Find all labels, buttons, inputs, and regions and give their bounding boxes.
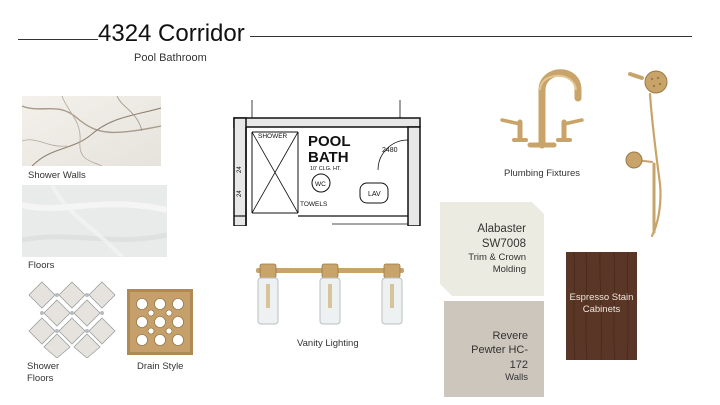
plan-wc-label: WC [315, 181, 326, 188]
cabinet-label-line2: Cabinets [582, 304, 621, 316]
alabaster-use-line1: Trim & Crown [468, 251, 526, 263]
revere-line2: Pewter HC- [471, 344, 528, 357]
revere-line1: Revere [492, 330, 528, 342]
drain-style-label: Drain Style [137, 361, 184, 372]
alabaster-use-line2: Molding [492, 264, 526, 276]
revere-line3: 172 [509, 358, 528, 371]
plan-lav-label: LAV [368, 191, 381, 198]
revere-card: Revere Pewter HC- 172 Walls [444, 301, 544, 397]
cabinet-label-line1: Espresso Stain [569, 292, 634, 303]
shower-floors-label: Shower Floors [27, 361, 59, 385]
page-title: 4324 Corridor [98, 20, 245, 47]
shower-set-image [612, 64, 682, 240]
plan-towels-label: TOWELS [300, 201, 328, 208]
plan-door-code: 2480 [382, 147, 398, 154]
drain-swatch [127, 289, 193, 355]
page-subtitle: Pool Bathroom [134, 52, 207, 64]
floors-label: Floors [28, 260, 55, 271]
alabaster-swatch [440, 202, 544, 296]
shower-floors-swatch [27, 280, 117, 358]
plan-side-mark: 24 [237, 166, 243, 173]
alabaster-name: Alabaster [477, 223, 526, 235]
faucet-image [490, 60, 590, 160]
plan-shower-label: SHOWER [258, 133, 288, 140]
shower-walls-label: Shower Walls [28, 170, 86, 181]
shower-walls-swatch [22, 96, 161, 166]
plan-side-mark-2: 24 [237, 190, 243, 197]
plan-room-line2: BATH [308, 149, 349, 166]
floors-swatch [22, 185, 167, 257]
plumbing-fixtures-label: Plumbing Fixtures [504, 168, 581, 179]
shower-floors-label-line2: Floors [27, 372, 54, 384]
alabaster-card: Alabaster SW7008 Trim & Crown Molding [440, 202, 544, 296]
plan-ceiling-height: 10' CLG. HT. [310, 166, 342, 172]
shower-floors-label-line1: Shower [27, 361, 60, 372]
revere-use: Walls [505, 371, 528, 383]
revere-swatch [444, 301, 544, 397]
title-rule-right [250, 36, 692, 37]
cabinet-swatch: Espresso Stain Cabinets [566, 252, 637, 360]
alabaster-code: SW7008 [481, 237, 526, 250]
vanity-lighting-label: Vanity Lighting [297, 338, 359, 349]
title-rule-left [18, 39, 98, 40]
floor-plan: SHOWER POOL BATH 10' CLG. HT. WC LAV 248… [232, 98, 422, 226]
vanity-light-image [250, 262, 410, 330]
plan-room-line1: POOL [308, 133, 351, 150]
